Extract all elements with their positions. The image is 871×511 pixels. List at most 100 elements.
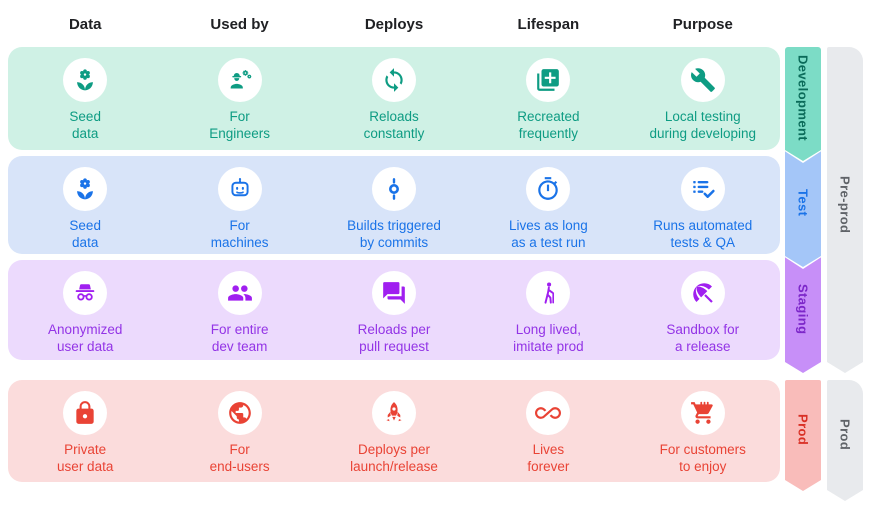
- cell-label: Reloads constantly: [363, 109, 425, 141]
- ribbon-development-label: Development: [795, 55, 811, 142]
- ribbon-pre-prod-label: Pre-prod: [837, 175, 853, 234]
- cell-staging-used-by: For entire dev team: [162, 260, 316, 360]
- cell-development-data: Seed data: [8, 47, 162, 150]
- icon-circle: [526, 167, 571, 211]
- seed-flower-icon: [77, 178, 94, 200]
- ribbon-prod-label: Prod: [795, 414, 811, 446]
- icon-circle: [63, 167, 108, 211]
- library-add-icon: [537, 69, 560, 91]
- icon-circle: [680, 58, 725, 102]
- cell-label: Reloads per pull request: [357, 322, 431, 354]
- cell-label: Anonymized user data: [48, 322, 123, 354]
- icon-circle: [680, 391, 725, 435]
- ribbon-development: Development: [783, 47, 823, 163]
- column-headers: Data Used by Deploys Lifespan Purpose: [8, 16, 780, 33]
- cell-label: For customers to enjoy: [659, 442, 746, 474]
- beach-umbrella-icon: [693, 283, 713, 303]
- icon-circle: [680, 167, 725, 211]
- row-staging: Anonymized user data For entire dev team…: [8, 260, 780, 360]
- cell-label: For Engineers: [209, 109, 270, 141]
- globe-icon: [228, 402, 251, 424]
- cell-development-used-by: For Engineers: [162, 47, 316, 150]
- infinity-icon: [535, 407, 562, 419]
- ribbon-test: Test: [783, 150, 823, 269]
- engineer-icon: [230, 70, 251, 89]
- cell-development-purpose: Local testing during developing: [626, 47, 780, 150]
- cell-label: Builds triggered by commits: [347, 218, 441, 250]
- cell-staging-lifespan: Long lived, imitate prod: [471, 260, 625, 360]
- column-header-lifespan: Lifespan: [517, 16, 580, 33]
- cell-prod-deploys: Deploys per launch/release: [317, 380, 471, 482]
- cell-label: Local testing during developing: [649, 109, 757, 141]
- ribbon-test-label: Test: [795, 189, 811, 217]
- seed-flower-icon: [77, 69, 94, 91]
- elderly-icon: [544, 282, 555, 304]
- icon-circle: [63, 271, 108, 315]
- icon-circle: [526, 271, 571, 315]
- icon-circle: [371, 167, 416, 211]
- cell-label: Seed data: [69, 109, 101, 141]
- cell-test-data: Seed data: [8, 156, 162, 254]
- cell-prod-used-by: For end-users: [162, 380, 316, 482]
- commit-icon: [389, 178, 399, 200]
- cell-staging-purpose: Sandbox for a release: [626, 260, 780, 360]
- cell-staging-data: Anonymized user data: [8, 260, 162, 360]
- chat-icon: [383, 282, 405, 304]
- rocket-icon: [386, 402, 402, 422]
- icon-circle: [63, 58, 108, 102]
- icon-circle: [526, 391, 571, 435]
- icon-circle: [371, 271, 416, 315]
- cell-label: For entire dev team: [210, 322, 269, 354]
- shopping-cart-icon: [690, 401, 713, 424]
- cell-label: Runs automated tests & QA: [653, 218, 753, 250]
- cell-label: Sandbox for a release: [666, 322, 740, 354]
- column-header-data: Data: [68, 16, 102, 33]
- column-header-purpose: Purpose: [672, 16, 733, 33]
- ribbon-group-prod: Prod: [825, 380, 865, 503]
- ribbon-prod: Prod: [783, 380, 823, 493]
- ribbon-staging-label: Staging: [795, 283, 811, 335]
- checklist-icon: [693, 180, 715, 198]
- cell-label: Deploys per launch/release: [350, 442, 438, 474]
- cell-development-deploys: Reloads constantly: [317, 47, 471, 150]
- cell-label: Seed data: [69, 218, 101, 250]
- ribbon-group-pre-prod: Pre-prod: [825, 47, 865, 375]
- cell-label: For machines: [210, 218, 269, 250]
- group-icon: [227, 285, 252, 301]
- cell-label: Long lived, imitate prod: [513, 322, 584, 354]
- cell-test-lifespan: Lives as long as a test run: [471, 156, 625, 254]
- sync-icon: [385, 68, 403, 92]
- icon-circle: [217, 271, 262, 315]
- cell-label: Recreated frequently: [517, 109, 580, 141]
- icon-circle: [217, 58, 262, 102]
- robot-icon: [231, 178, 249, 197]
- incognito-icon: [75, 284, 95, 301]
- row-prod: Private user data For end-users: [8, 380, 780, 482]
- cell-development-lifespan: Recreated frequently: [471, 47, 625, 150]
- timer-icon: [538, 177, 559, 200]
- cell-test-used-by: For machines: [162, 156, 316, 254]
- cell-test-purpose: Runs automated tests & QA: [626, 156, 780, 254]
- cell-prod-purpose: For customers to enjoy: [626, 380, 780, 482]
- wrench-icon: [690, 68, 715, 92]
- cell-label: Private user data: [57, 442, 114, 474]
- icon-circle: [217, 391, 262, 435]
- cell-test-deploys: Builds triggered by commits: [317, 156, 471, 254]
- icon-circle: [217, 167, 262, 211]
- icon-circle: [371, 391, 416, 435]
- ribbon-group-prod-label: Prod: [837, 419, 853, 451]
- icon-circle: [680, 271, 725, 315]
- cell-prod-data: Private user data: [8, 380, 162, 482]
- cell-staging-deploys: Reloads per pull request: [317, 260, 471, 360]
- cell-label: For end-users: [209, 442, 270, 474]
- lock-icon: [76, 401, 94, 424]
- column-header-deploys: Deploys: [364, 16, 424, 33]
- column-header-used-by: Used by: [210, 16, 269, 33]
- icon-circle: [371, 58, 416, 102]
- cell-prod-lifespan: Lives forever: [471, 380, 625, 482]
- icon-circle: [63, 391, 108, 435]
- cell-label: Lives forever: [527, 442, 570, 474]
- cell-label: Lives as long as a test run: [508, 218, 588, 250]
- ribbon-staging: Staging: [783, 256, 823, 375]
- icon-circle: [526, 58, 571, 102]
